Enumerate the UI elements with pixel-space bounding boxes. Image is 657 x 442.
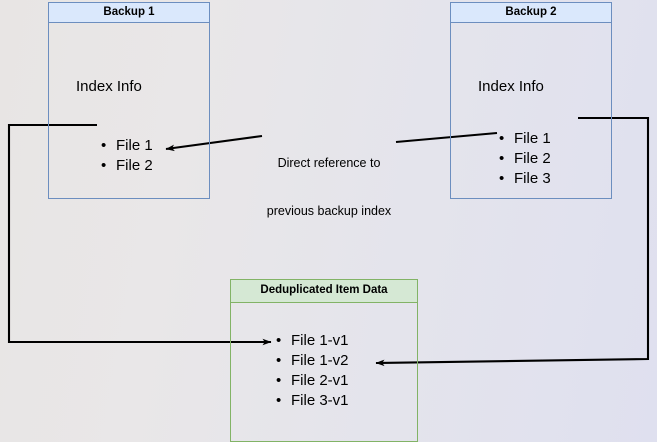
node-backup2-header: Backup 2 (450, 2, 612, 23)
node-dedup-header-label: Deduplicated Item Data (260, 284, 388, 297)
backup2-file-item-2[interactable]: File 2 (499, 149, 551, 169)
dedup-file-item-2[interactable]: File 1-v2 (276, 351, 349, 371)
backup2-index-info-label: Index Info (478, 78, 544, 95)
dedup-file-item-4[interactable]: File 3-v1 (276, 391, 349, 411)
connector-backup2-file2-to-label (395, 131, 498, 144)
backup2-file-list: File 1 File 2 File 3 (499, 129, 551, 189)
dedup-file-list: File 1-v1 File 1-v2 File 2-v1 File 3-v1 (276, 331, 349, 411)
backup2-file-item-3[interactable]: File 3 (499, 169, 551, 189)
backup1-file-item-1[interactable]: File 1 (101, 136, 153, 156)
backup1-file-item-2[interactable]: File 2 (101, 156, 153, 176)
node-dedup-header: Deduplicated Item Data (230, 279, 418, 303)
node-deduplicated-item-data[interactable]: Deduplicated Item Data File 1-v1 File 1-… (230, 279, 418, 442)
node-backup1[interactable]: Backup 1 Index Info File 1 File 2 (48, 2, 210, 199)
node-backup2-header-label: Backup 2 (505, 5, 557, 18)
direct-reference-label-line2: previous backup index (266, 204, 392, 218)
node-backup2-body: Index Info File 1 File 2 File 3 (450, 23, 612, 199)
backup1-file-list: File 1 File 2 (101, 136, 153, 176)
direct-reference-label: Direct reference to previous backup inde… (248, 123, 410, 251)
dedup-file-item-1[interactable]: File 1-v1 (276, 331, 349, 351)
node-backup2[interactable]: Backup 2 Index Info File 1 File 2 File 3 (450, 2, 612, 199)
direct-reference-label-line1: Direct reference to (277, 156, 381, 170)
backup1-index-info-label: Index Info (76, 78, 142, 95)
connector-backup2-file1-to-dedup (375, 116, 650, 367)
node-backup1-body: Index Info File 1 File 2 (48, 23, 210, 199)
node-backup1-header: Backup 1 (48, 2, 210, 23)
backup2-file-item-1[interactable]: File 1 (499, 129, 551, 149)
node-backup1-header-label: Backup 1 (103, 5, 155, 18)
connector-backup1-file1-to-dedup (7, 123, 272, 346)
node-dedup-body: File 1-v1 File 1-v2 File 2-v1 File 3-v1 (230, 303, 418, 442)
dedup-file-item-3[interactable]: File 2-v1 (276, 371, 349, 391)
connector-label-to-backup1-file2 (165, 134, 263, 152)
